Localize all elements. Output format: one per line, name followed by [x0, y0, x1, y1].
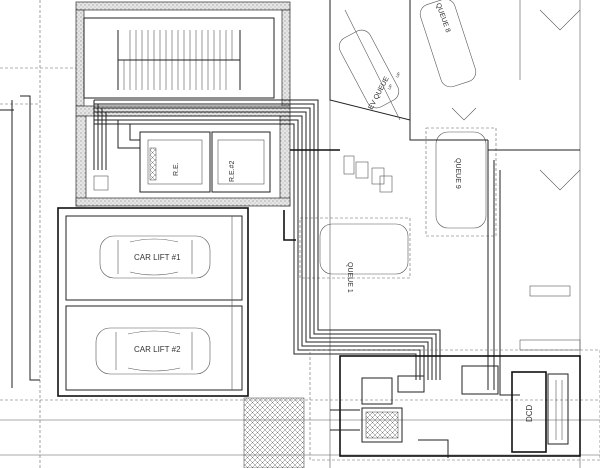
ramp-area: [299, 0, 581, 279]
re-label: R.E.: [173, 162, 180, 176]
elevator-room: [75, 105, 291, 207]
electrical-room: [309, 349, 600, 461]
queue-9-label: QUEUE 9: [454, 158, 461, 189]
queue-8-label: QUEUE 8: [434, 2, 451, 33]
bottom-hatched-slab: [243, 397, 305, 468]
re-2-label: R.E.#2: [229, 160, 236, 182]
queue-1-label: QUEUE 1: [346, 262, 353, 293]
ramp-up-label: UP: [386, 83, 393, 91]
car-lift-2-label: CAR LIFT #2: [134, 345, 181, 354]
car-lift-area: [57, 207, 249, 397]
stair-treads: [117, 30, 241, 90]
conduit-runs: [0, 95, 580, 396]
callout-boxes: [343, 155, 581, 351]
car-lift-1-label: CAR LIFT #1: [134, 253, 181, 262]
dcd-label: DCD: [525, 404, 534, 422]
ev-queue-label: EV QUEUE: [368, 75, 391, 111]
stair-core: [75, 1, 291, 107]
ramp-up-label-2: UP: [394, 71, 401, 79]
